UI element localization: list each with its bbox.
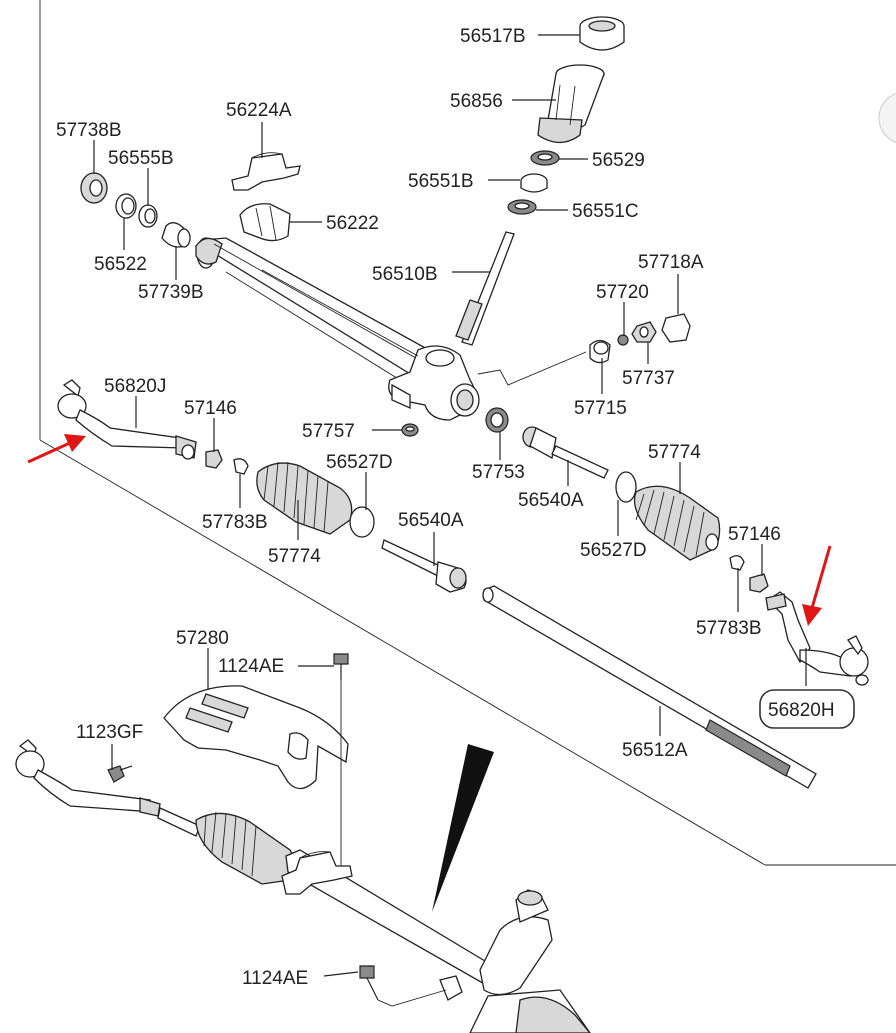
part-57757-washer bbox=[401, 423, 419, 437]
part-57753-seal bbox=[485, 407, 509, 433]
label-56224A: 56224A bbox=[226, 100, 292, 121]
part-57737-nut bbox=[631, 321, 657, 343]
part-56527D-clamp-left bbox=[349, 506, 375, 538]
frame-lines bbox=[39, 0, 896, 866]
part-56512A-rack-bar bbox=[482, 585, 817, 789]
label-56527D-right: 56527D bbox=[580, 540, 647, 561]
part-56555B-ring bbox=[138, 204, 158, 228]
label-56517B: 56517B bbox=[460, 26, 526, 47]
label-57737: 57737 bbox=[622, 368, 675, 389]
part-56820J-outer-tie-rod-left bbox=[57, 379, 197, 460]
label-57718A: 57718A bbox=[638, 252, 704, 273]
label-57720: 57720 bbox=[596, 282, 649, 303]
label-56555B: 56555B bbox=[108, 148, 174, 169]
label-56512A: 56512A bbox=[622, 740, 688, 761]
label-57146-left: 57146 bbox=[184, 398, 237, 419]
part-56529-seal bbox=[530, 150, 560, 166]
red-arrow-left bbox=[27, 434, 86, 464]
label-56540A-center: 56540A bbox=[398, 510, 464, 531]
label-56522: 56522 bbox=[94, 254, 147, 275]
label-57774-left: 57774 bbox=[268, 546, 321, 567]
part-57774-boot-left bbox=[256, 461, 353, 535]
part-57783B-clamp-right bbox=[729, 555, 745, 571]
part-1124AE-bolt-bottom bbox=[359, 965, 379, 1001]
part-57146-nut-left bbox=[205, 449, 223, 469]
part-1124AE-bolt-top bbox=[333, 653, 349, 680]
part-56820H-outer-tie-rod-right bbox=[765, 591, 869, 686]
label-56527D-left: 56527D bbox=[326, 452, 393, 473]
part-57774-boot-right bbox=[633, 485, 721, 561]
label-56540A-right: 56540A bbox=[518, 490, 584, 511]
label-56222: 56222 bbox=[326, 213, 379, 234]
label-57715: 57715 bbox=[574, 398, 627, 419]
label-56529: 56529 bbox=[592, 150, 645, 171]
part-56551B-bearing bbox=[520, 173, 548, 193]
highlight-box-56820H bbox=[759, 689, 855, 729]
label-1124AE-top: 1124AE bbox=[218, 656, 284, 677]
scroll-edge-indicator bbox=[878, 93, 896, 143]
label-57738B: 57738B bbox=[56, 120, 122, 141]
label-57757: 57757 bbox=[302, 421, 355, 442]
assembled-outer-tie-rod-left bbox=[15, 739, 201, 837]
label-56551B: 56551B bbox=[408, 171, 474, 192]
label-56856: 56856 bbox=[450, 91, 503, 112]
part-56510B-pinion-shaft bbox=[455, 231, 515, 346]
part-57720-spring bbox=[617, 334, 629, 346]
part-56224A-bracket bbox=[231, 152, 301, 191]
part-56522-ring bbox=[115, 193, 137, 219]
part-57280-heat-shield bbox=[163, 685, 349, 790]
part-56856-boot bbox=[537, 64, 605, 144]
part-56517B-cap bbox=[579, 16, 625, 51]
label-1124AE-bottom: 1124AE bbox=[242, 968, 308, 989]
label-57739B: 57739B bbox=[138, 282, 204, 303]
part-56540A-inner-tie-rod-center bbox=[381, 539, 467, 593]
part-57738B-nut bbox=[80, 172, 108, 204]
leader-lines bbox=[93, 34, 807, 977]
decorative-wedge bbox=[432, 744, 494, 912]
label-57774-right: 57774 bbox=[648, 442, 701, 463]
label-56820H: 56820H bbox=[768, 700, 835, 721]
part-56551C-bearing bbox=[507, 199, 537, 215]
part-57715-yoke-plug bbox=[589, 339, 611, 364]
label-57753: 57753 bbox=[472, 462, 525, 483]
label-57783B-right: 57783B bbox=[696, 618, 762, 639]
label-56551C: 56551C bbox=[572, 201, 639, 222]
part-56527D-clamp-right bbox=[615, 471, 637, 503]
part-57783B-clamp-left bbox=[233, 458, 249, 475]
label-57146-right: 57146 bbox=[728, 524, 781, 545]
part-57718A-cap bbox=[661, 313, 691, 343]
part-labels: 56517B 56856 56529 56551B 56551C 56224A … bbox=[56, 26, 835, 989]
label-57783B-left: 57783B bbox=[202, 512, 268, 533]
part-57739B-bushing bbox=[161, 222, 191, 248]
part-57146-nut-right bbox=[749, 573, 769, 593]
label-57280: 57280 bbox=[176, 628, 229, 649]
label-56820J: 56820J bbox=[104, 376, 166, 397]
assembled-rack-housing bbox=[195, 811, 591, 1033]
label-1123GF: 1123GF bbox=[76, 722, 143, 743]
label-56510B: 56510B bbox=[372, 264, 438, 285]
rack-housing-tube bbox=[195, 237, 480, 421]
part-56540A-inner-tie-rod-right bbox=[522, 426, 609, 479]
part-56222-bushing bbox=[239, 203, 291, 242]
red-arrow-right bbox=[802, 545, 832, 626]
